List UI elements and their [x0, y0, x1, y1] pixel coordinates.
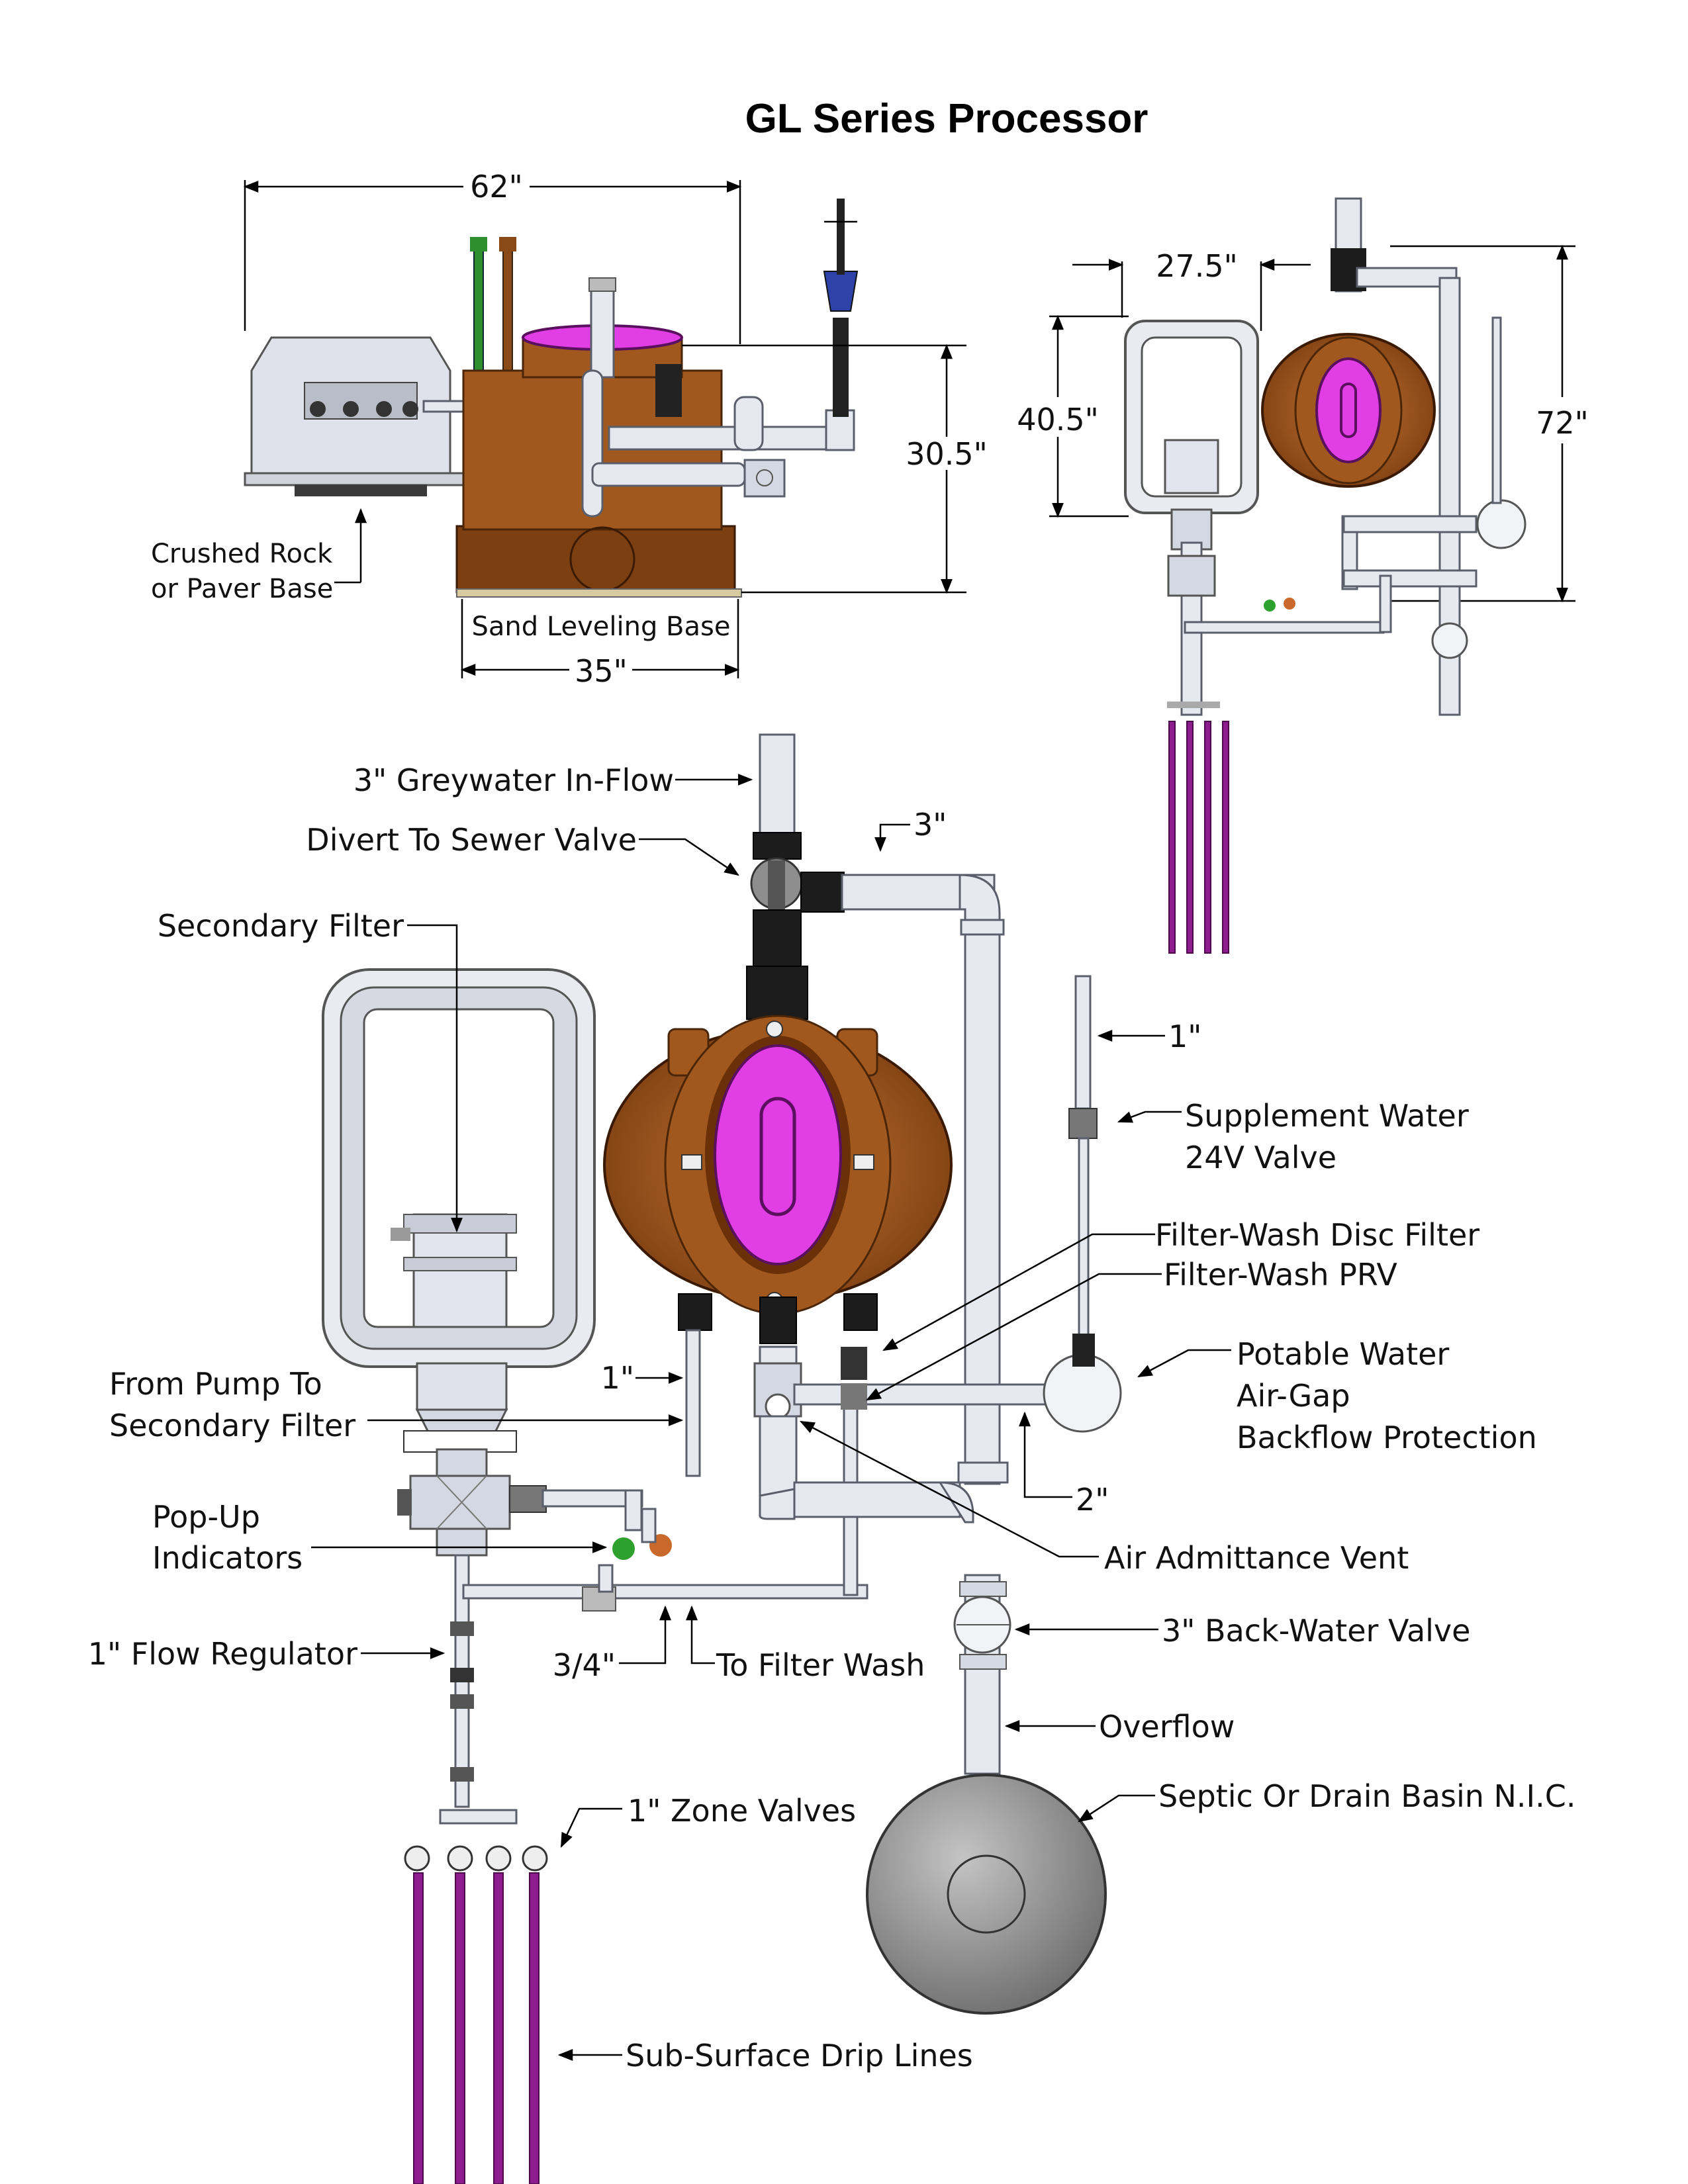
label-septic-basin: Septic Or Drain Basin N.I.C. [1158, 1778, 1575, 1814]
label-potable-3: Backflow Protection [1237, 1420, 1537, 1455]
label-divert-valve: Divert To Sewer Valve [306, 822, 637, 858]
label-supplement-1: Supplement Water [1185, 1098, 1469, 1134]
dim-27-5-label: 27.5" [1156, 248, 1238, 284]
label-popup-1: Pop-Up [152, 1499, 260, 1535]
label-air-vent: Air Admittance Vent [1104, 1540, 1409, 1576]
dim-40-5-label: 40.5" [1017, 402, 1099, 437]
control-enclosure [244, 336, 465, 496]
label-backwater-valve: 3" Back-Water Valve [1162, 1613, 1470, 1649]
septic-basin [866, 1774, 1107, 2015]
label-flow-regulator: 1" Flow Regulator [88, 1636, 357, 1672]
label-pipe-1in-mid: 1" [601, 1360, 634, 1396]
dim-30-5-label: 30.5" [906, 436, 988, 472]
label-pipe-1in-top: 1" [1168, 1019, 1201, 1054]
label-pipe-3-4in: 3/4" [553, 1647, 616, 1683]
top-right-plan-view: 27.5" 40.5" 72" [1017, 197, 1589, 954]
secondary-filter-housing [322, 968, 596, 1451]
inflow-pipe [759, 733, 796, 835]
dim-62-label: 62" [470, 169, 523, 205]
label-overflow: Overflow [1099, 1709, 1235, 1745]
dim-72-label: 72" [1536, 405, 1589, 441]
label-from-pump-2: Secondary Filter [109, 1408, 355, 1443]
dim-35-label: 35" [575, 653, 628, 689]
label-disc-filter: Filter-Wash Disc Filter [1155, 1217, 1479, 1253]
label-zone-valves: 1" Zone Valves [628, 1793, 856, 1829]
label-secondary-filter: Secondary Filter [158, 908, 404, 944]
label-potable-2: Air-Gap [1237, 1378, 1350, 1414]
drawing-title: GL Series Processor [745, 96, 1149, 142]
top-left-elevation-view: 62" [151, 169, 988, 689]
label-to-filter-wash: To Filter Wash [716, 1647, 925, 1683]
processor-tank-plan [603, 1015, 953, 1315]
label-sand-base: Sand Leveling Base [472, 612, 731, 642]
label-drip-lines: Sub-Surface Drip Lines [626, 2038, 973, 2073]
label-pipe-3in: 3" [914, 807, 947, 842]
label-popup-2: Indicators [152, 1540, 303, 1576]
main-view-annotations: 3" Greywater In-Flow Divert To Sewer Val… [88, 762, 1576, 2073]
label-inflow: 3" Greywater In-Flow [353, 762, 674, 798]
label-from-pump-1: From Pump To [109, 1366, 322, 1402]
label-pipe-2in: 2" [1076, 1482, 1109, 1518]
main-plan-view [322, 733, 1122, 2184]
label-crushed-rock-1: Crushed Rock [151, 539, 333, 569]
label-prv: Filter-Wash PRV [1164, 1257, 1397, 1293]
label-crushed-rock-2: or Paver Base [151, 574, 333, 604]
label-supplement-2: 24V Valve [1185, 1140, 1336, 1175]
label-potable-1: Potable Water [1237, 1336, 1449, 1372]
